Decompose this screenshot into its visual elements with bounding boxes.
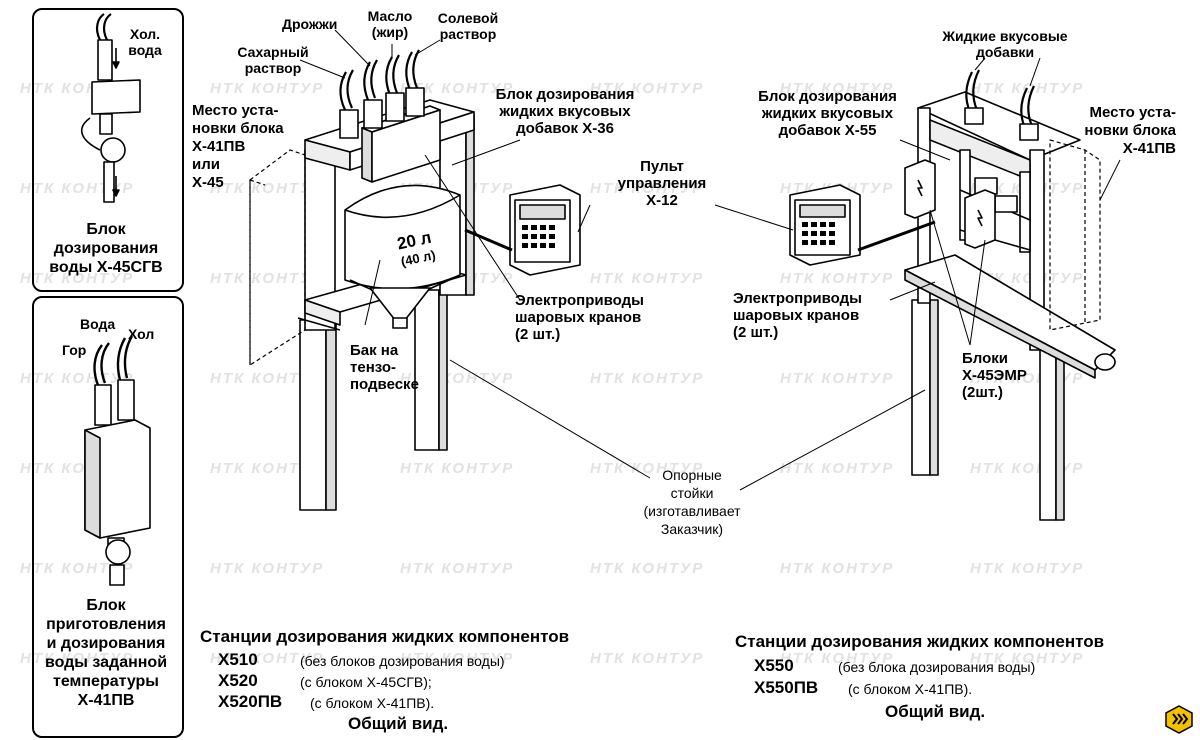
x41pv-device xyxy=(84,335,151,586)
watermark-text: НТК КОНТУР xyxy=(20,270,135,287)
watermark-text: НТК КОНТУР xyxy=(780,270,895,287)
watermark-text: НТК КОНТУР xyxy=(780,370,895,387)
x45sgv-caption: Блок дозирования воды Х-45СГВ xyxy=(49,221,163,276)
caption-right-model-1: Х550 xyxy=(754,656,794,675)
tank-volume-alt: (40 л) xyxy=(400,247,437,269)
caption-right-desc-1: (без блока дозирования воды) xyxy=(838,659,1036,675)
x41pv-hot-label: Гор xyxy=(62,342,87,358)
watermark-text: НТК КОНТУР xyxy=(780,650,895,667)
right-control-panel xyxy=(789,184,936,266)
caption-left-model-1: Х510 xyxy=(218,650,258,669)
left-leader-lines xyxy=(299,29,591,326)
watermark-text: НТК КОНТУР xyxy=(590,180,705,197)
caption-right-title: Станции дозирования жидких компонентов xyxy=(735,632,1105,651)
corner-logo-icon xyxy=(1165,705,1193,734)
label-flavor-inputs: Жидкие вкусовые добавки xyxy=(942,28,1068,60)
label-sugar: Сахарный раствор xyxy=(237,44,309,76)
watermark-text: НТК КОНТУР xyxy=(400,80,515,97)
caption-left-model-2: Х520 xyxy=(218,671,258,690)
label-oil: Масло (жир) xyxy=(367,8,413,40)
label-yeast: Дрожжи xyxy=(282,16,338,32)
label-salt: Солевой раствор xyxy=(437,10,499,42)
x41pv-cold-label: Хол xyxy=(128,326,155,342)
watermark-text: НТК КОНТУР xyxy=(590,460,705,477)
watermark-text: НТК КОНТУР xyxy=(210,460,325,477)
watermark-text: НТК КОНТУР xyxy=(210,370,325,387)
label-left-actuators: Электроприводы шаровых кранов (2 шт.) xyxy=(515,292,644,343)
x41pv-water-label: Вода xyxy=(80,316,116,332)
right-inlet-fittings xyxy=(964,107,1039,141)
label-flavor-block-x55: Блок дозирования жидких вкусовых добавок… xyxy=(758,88,897,139)
watermark-text: НТК КОНТУР xyxy=(210,270,325,287)
watermark-text: НТК КОНТУР xyxy=(400,460,515,477)
label-flavor-block-x36: Блок дозирования жидких вкусовых добавок… xyxy=(495,86,635,137)
watermark-text: НТК КОНТУР xyxy=(210,560,325,577)
watermark-text: НТК КОНТУР xyxy=(780,460,895,477)
right-mount-place xyxy=(1049,139,1101,331)
x41pv-caption: Блок приготовления и дозирования воды за… xyxy=(44,597,168,709)
watermark-text: НТК КОНТУР xyxy=(210,650,325,667)
right-leader-lines xyxy=(714,57,1121,346)
panel-x41pv xyxy=(32,296,184,738)
watermark-text: НТК КОНТУР xyxy=(780,80,895,97)
watermark-text: НТК КОНТУР xyxy=(400,560,515,577)
watermark-text: НТК КОНТУР xyxy=(780,560,895,577)
label-left-mount-place: Место уста- новки блока Х-41ПВ или Х-45 xyxy=(192,102,284,191)
caption-right-model-2: Х550ПВ xyxy=(754,678,819,697)
watermark-text: НТК КОНТУР xyxy=(970,560,1085,577)
watermark-text: НТК КОНТУР xyxy=(590,80,705,97)
left-mount-place xyxy=(249,149,306,366)
watermark-text: НТК КОНТУР xyxy=(20,650,135,667)
watermark-text: НТК КОНТУР xyxy=(590,370,705,387)
watermark-text: НТК КОНТУР xyxy=(590,650,705,667)
label-control-panel-x12: Пульт управления Х-12 xyxy=(617,158,707,209)
watermark-text: НТК КОНТУР xyxy=(20,560,135,577)
watermark-text: НТК КОНТУР xyxy=(210,80,325,97)
label-tank: Бак на тензо- подвеске xyxy=(350,342,419,393)
label-right-actuators: Электроприводы шаровых кранов (2 шт.) xyxy=(733,290,862,341)
caption-right-desc-2: (с блоком Х-41ПВ). xyxy=(848,681,973,697)
x45sgv-device xyxy=(80,13,141,203)
tank xyxy=(344,184,461,329)
watermark-text: НТК КОНТУР xyxy=(400,650,515,667)
left-inlet-pipes xyxy=(339,49,420,111)
caption-right-footer: Общий вид. xyxy=(885,702,986,721)
caption-left-title: Станции дозирования жидких компонентов xyxy=(200,627,570,646)
panel-x45sgv xyxy=(32,8,184,292)
left-inlet-fittings xyxy=(339,87,425,139)
caption-left-desc-2: (с блоком Х-45СГВ); xyxy=(300,674,432,690)
watermark-text: НТК КОНТУР xyxy=(590,270,705,287)
label-x45emr-blocks: Блоки Х-45ЭМР (2шт.) xyxy=(962,350,1027,401)
caption-left-model-3: Х520ПВ xyxy=(218,692,283,711)
control-panel-x12 xyxy=(464,184,581,276)
caption-left-footer: Общий вид. xyxy=(348,714,449,733)
label-supports: Опорные стойки (изготавливает Заказчик) xyxy=(643,467,741,537)
caption-left-desc-3: (с блоком Х-41ПВ). xyxy=(310,695,435,711)
watermark-text: НТК КОНТУР xyxy=(590,560,705,577)
watermark-text: НТК КОНТУР xyxy=(970,650,1085,667)
right-x45emr-blocks xyxy=(904,159,996,249)
supports-leader-lines xyxy=(449,359,926,491)
label-right-mount-place: Место уста- новки блока Х-41ПВ xyxy=(1084,104,1176,157)
watermark-text: НТК КОНТУР xyxy=(210,180,325,197)
x45sgv-water-label: Хол. вода xyxy=(128,26,162,58)
caption-left-desc-1: (без блоков дозирования воды) xyxy=(300,653,505,669)
